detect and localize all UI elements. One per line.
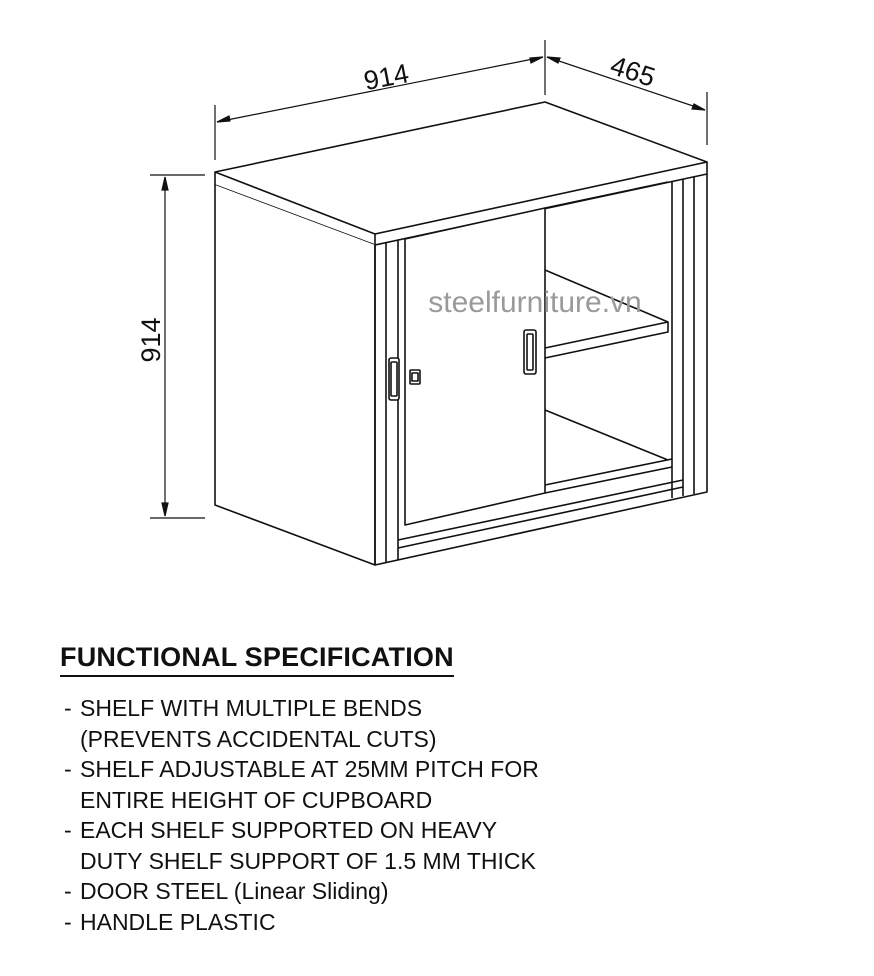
depth-dimension-label: 465 (607, 50, 659, 92)
shelf (544, 269, 669, 359)
right-handle (523, 329, 537, 375)
list-item: - SHELF ADJUSTABLE AT 25MM PITCH FOR ENT… (64, 756, 539, 813)
cabinet-drawing: 914 465 914 steelfurniture.vn (136, 40, 708, 566)
height-dimension-label: 914 (136, 317, 166, 362)
width-dimension-line (216, 56, 544, 123)
spec-title: FUNCTIONAL SPECIFICATION (60, 640, 454, 677)
list-item: - EACH SHELF SUPPORTED ON HEAVY DUTY SHE… (64, 817, 536, 874)
depth-dimension-line (546, 56, 706, 111)
list-item: - SHELF WITH MULTIPLE BENDS (PREVENTS AC… (64, 695, 437, 752)
cabinet-side (214, 185, 376, 566)
spec-list: - SHELF WITH MULTIPLE BENDS (PREVENTS AC… (60, 693, 840, 937)
width-dimension-label: 914 (361, 58, 411, 96)
watermark: steelfurniture.vn (428, 286, 641, 319)
functional-specification: FUNCTIONAL SPECIFICATION - SHELF WITH MU… (60, 640, 840, 937)
list-item: - DOOR STEEL (Linear Sliding) (64, 878, 389, 904)
list-item: - HANDLE PLASTIC (64, 908, 276, 935)
